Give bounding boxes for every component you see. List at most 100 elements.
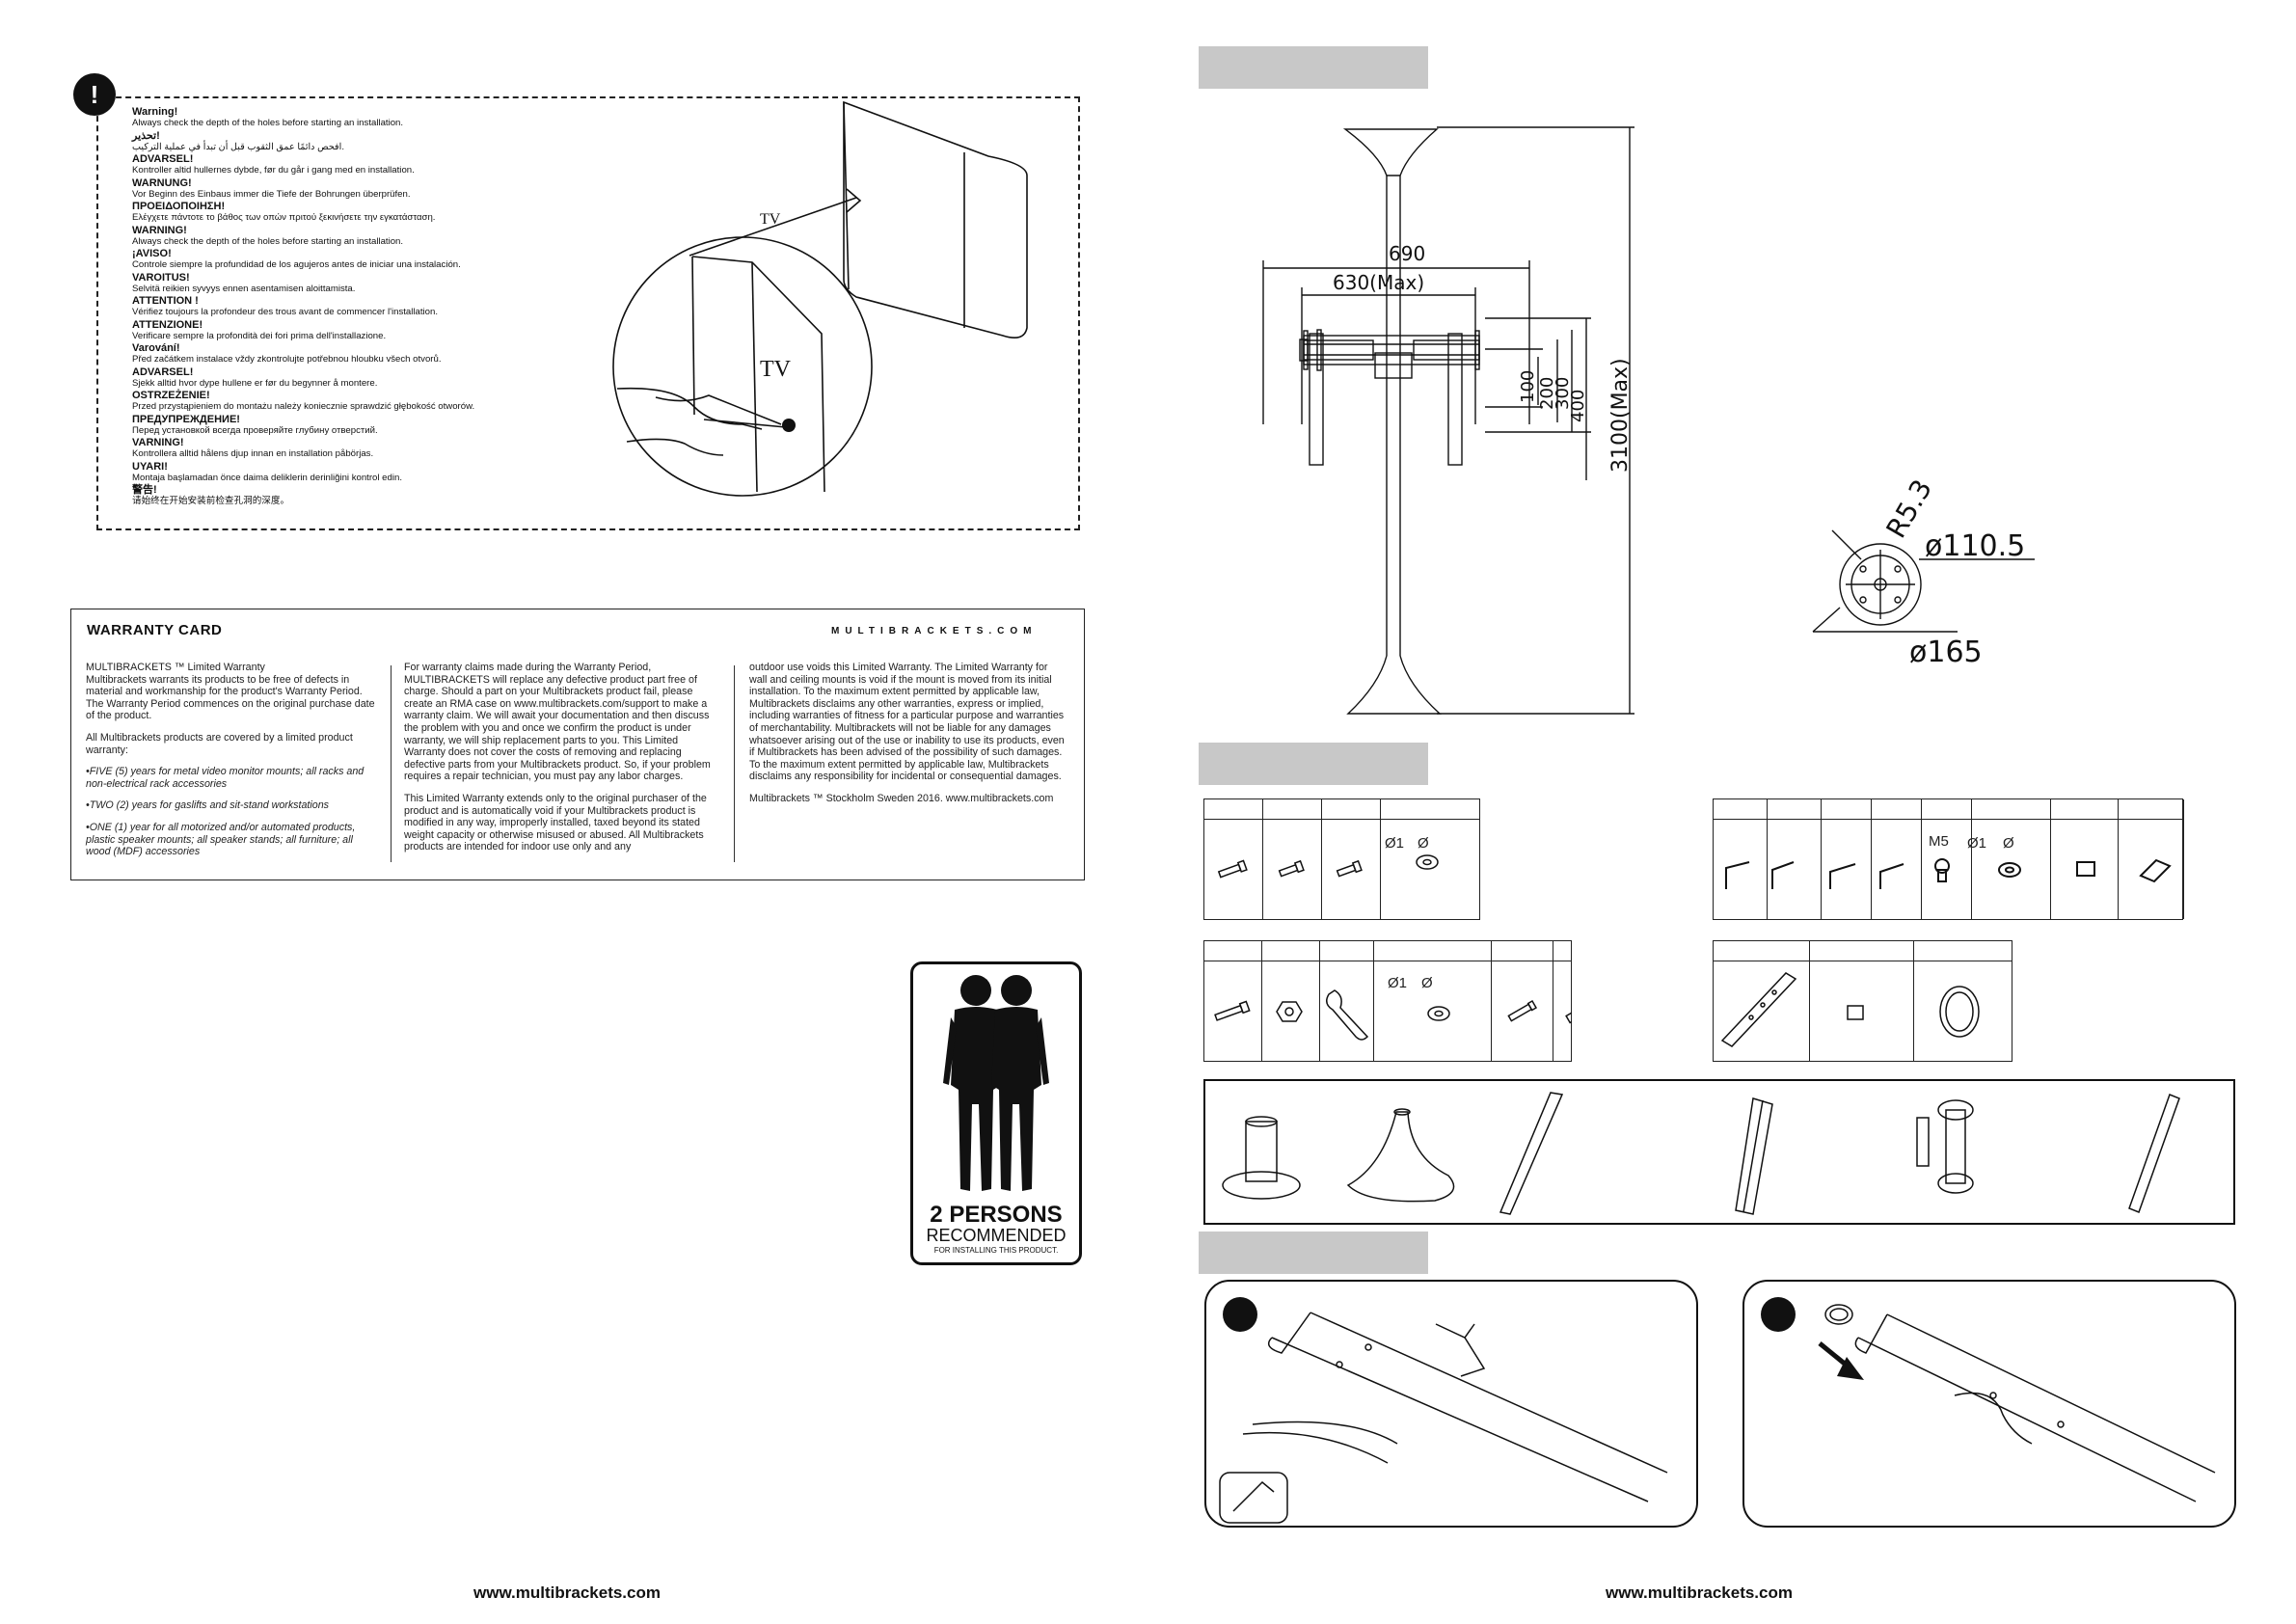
step-1-box bbox=[1204, 1280, 1698, 1528]
section-header-parts bbox=[1199, 743, 1428, 785]
part-label-d1: Ø1 bbox=[1967, 835, 1987, 852]
warning-line: Vor Beginn des Einbaus immer die Tiefe d… bbox=[132, 188, 411, 200]
warranty-card bbox=[70, 609, 1085, 880]
warranty-column-3: outdoor use voids this Limited Warranty.… bbox=[749, 662, 1067, 815]
parts-table-screws-icons bbox=[1217, 854, 1439, 879]
dim-diameter-inner: ø110.5 bbox=[1925, 529, 2025, 563]
warning-line: Controle siempre la profundidad de los a… bbox=[132, 259, 461, 271]
part-label-d: Ø bbox=[1421, 975, 1433, 991]
warranty-divider bbox=[734, 665, 735, 862]
warning-heading: ATTENTION ! bbox=[132, 295, 199, 307]
drill-depth-illustration: TV TV bbox=[612, 100, 1028, 497]
section-header-steps bbox=[1199, 1232, 1428, 1274]
parts-table-header bbox=[1204, 941, 1571, 961]
warranty-one-year: •ONE (1) year for all motorized and/or a… bbox=[86, 821, 356, 858]
warranty-paragraph: Multibrackets warrants its products to b… bbox=[86, 673, 375, 722]
parts-cell bbox=[1810, 941, 1914, 1061]
warning-line: Always check the depth of the holes befo… bbox=[132, 118, 404, 129]
parts-table-tools-icons bbox=[1725, 858, 2172, 889]
parts-cell bbox=[1320, 941, 1374, 1061]
warranty-heading: MULTIBRACKETS ™ Limited Warranty bbox=[86, 662, 265, 673]
footer-right: www.multibrackets.com bbox=[1606, 1583, 1793, 1602]
section-header-dimensions bbox=[1199, 46, 1428, 89]
warning-text-list: Warning!Always check the depth of the ho… bbox=[132, 106, 518, 508]
warning-line: Kontrollera alltid hålens djup innan en … bbox=[132, 448, 374, 460]
warning-heading: Warning! bbox=[132, 106, 178, 118]
step-2-box bbox=[1742, 1280, 2236, 1528]
two-persons-icon bbox=[943, 975, 1049, 1191]
persons-title: 2 PERSONS bbox=[930, 1202, 1063, 1228]
parts-table-header bbox=[1714, 799, 2182, 820]
warning-heading: WARNING! bbox=[132, 224, 187, 236]
parts-table-header bbox=[1714, 941, 2012, 961]
warning-heading: Varování! bbox=[132, 342, 180, 354]
persons-note: FOR INSTALLING THIS PRODUCT. bbox=[933, 1246, 1059, 1255]
parts-table-header bbox=[1204, 799, 1479, 820]
parts-cell bbox=[1922, 799, 1972, 919]
warning-heading: تحذير! bbox=[132, 129, 160, 142]
footer-left: www.multibrackets.com bbox=[473, 1583, 661, 1602]
parts-cell bbox=[1822, 799, 1872, 919]
parts-cell bbox=[1872, 799, 1922, 919]
dim-height-total: 3100(Max) bbox=[1608, 358, 1633, 473]
warning-heading: OSTRZEŻENIE! bbox=[132, 390, 210, 401]
parts-cell bbox=[1714, 799, 1768, 919]
parts-table-tools bbox=[1713, 798, 2184, 920]
warning-line: Перед установкой всегда проверяйте глуби… bbox=[132, 424, 378, 436]
warranty-site: MULTIBRACKETS.COM bbox=[831, 626, 1038, 636]
parts-cell bbox=[2119, 799, 2184, 919]
warranty-five-years: •FIVE (5) years for metal video monitor … bbox=[86, 766, 365, 790]
parts-cell bbox=[1714, 941, 1810, 1061]
warranty-coverage-intro: All Multibrackets products are covered b… bbox=[86, 731, 353, 756]
warranty-divider bbox=[391, 665, 392, 862]
warranty-claims-paragraph: For warranty claims made during the Warr… bbox=[404, 662, 711, 783]
parts-cell bbox=[1374, 941, 1492, 1061]
part-label-d1: Ø1 bbox=[1385, 835, 1405, 852]
warning-heading: ¡AVISO! bbox=[132, 248, 172, 259]
warning-line: Vérifiez toujours la profondeur des trou… bbox=[132, 307, 438, 318]
warning-box bbox=[96, 96, 1080, 530]
parts-cell bbox=[1204, 941, 1262, 1061]
warning-line: Před začátkem instalace vždy zkontrolujt… bbox=[132, 354, 442, 365]
warranty-column-2: For warranty claims made during the Warr… bbox=[404, 662, 711, 863]
warning-line: Montaja başlamadan önce daima deliklerin… bbox=[132, 472, 402, 483]
step-2-badge bbox=[1761, 1297, 1796, 1332]
warning-line: Verificare sempre la profondità dei fori… bbox=[132, 330, 387, 341]
warning-heading: VARNING! bbox=[132, 437, 184, 448]
dim-vesa-300: 300 bbox=[1553, 377, 1573, 410]
part-label-m5: M5 bbox=[1929, 833, 1949, 850]
warning-heading: ATTENZIONE! bbox=[132, 318, 203, 331]
dim-diameter-outer: ø165 bbox=[1909, 636, 1983, 669]
dimension-drawing: 690 630(Max) 100 200 300 400 3100(Max) bbox=[1262, 126, 1634, 715]
part-label-d: Ø bbox=[1418, 835, 1429, 852]
tv-label-small: TV bbox=[760, 211, 781, 228]
warning-icon: ! bbox=[73, 73, 116, 116]
warning-line: Kontroller altid hullernes dybde, før du… bbox=[132, 165, 415, 176]
parts-cell bbox=[1768, 799, 1822, 919]
parts-cell bbox=[1262, 941, 1320, 1061]
warning-heading: UYARI! bbox=[132, 460, 168, 473]
tv-label-large: TV bbox=[760, 357, 792, 382]
warranty-signature: Multibrackets ™ Stockholm Sweden 2016. w… bbox=[749, 792, 1054, 804]
warning-heading: ΠΡΟΕΙΔΟΠΟΙΗΣΗ! bbox=[132, 201, 226, 212]
warning-line: Ελέγχετε πάντοτε το βάθος των οπών πριτο… bbox=[132, 212, 436, 224]
warning-line: Sjekk alltid hvor dype hullene er før du… bbox=[132, 377, 378, 389]
dim-vesa-400: 400 bbox=[1568, 390, 1588, 422]
warning-line: Always check the depth of the holes befo… bbox=[132, 235, 404, 247]
warning-line: Selvitä reikien syvyys ennen asentamisen… bbox=[132, 283, 356, 294]
warning-line: Przed przystąpieniem do montażu należy k… bbox=[132, 401, 475, 413]
base-plate-drawing: R5.3 ø110.5 ø165 bbox=[1812, 474, 2035, 669]
parts-table-fixings-icons bbox=[1214, 989, 1572, 1041]
step-1-badge bbox=[1223, 1297, 1257, 1332]
part-label-d: Ø bbox=[2003, 835, 2014, 852]
dim-width-max: 630(Max) bbox=[1333, 271, 1424, 294]
warning-heading: VAROITUS! bbox=[132, 271, 190, 284]
step-2-illustration bbox=[1818, 1304, 2216, 1502]
warranty-two-years: •TWO (2) years for gaslifts and sit-stan… bbox=[86, 799, 330, 812]
warning-line: 请始终在开始安装前检查孔洞的深度。 bbox=[132, 496, 290, 507]
warning-heading: ПРЕДУПРЕЖДЕНИЕ! bbox=[132, 413, 240, 425]
dim-vesa-100: 100 bbox=[1518, 370, 1538, 403]
parts-cell bbox=[1492, 941, 1553, 1061]
parts-table-fixings bbox=[1203, 940, 1572, 1062]
warranty-scope-paragraph: This Limited Warranty extends only to th… bbox=[404, 792, 707, 853]
